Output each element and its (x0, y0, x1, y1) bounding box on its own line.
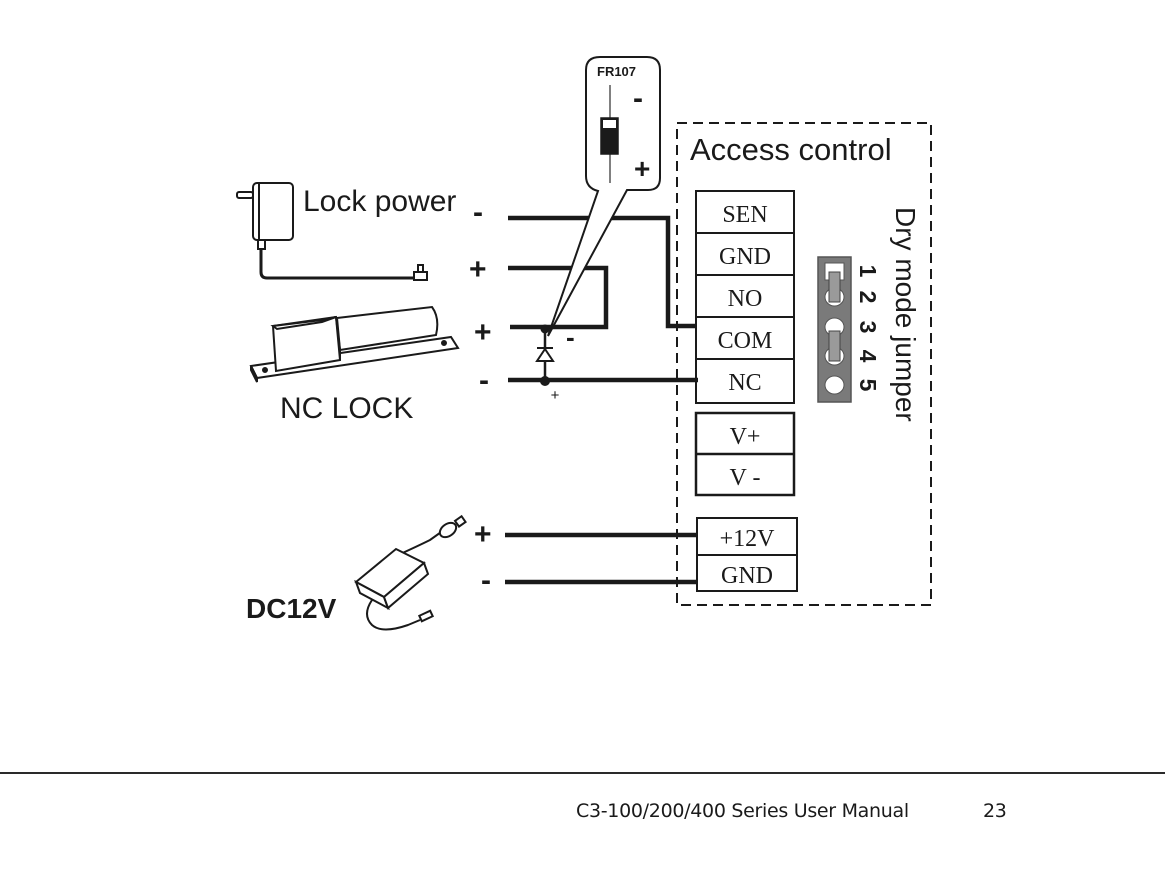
flyback-diode (535, 324, 555, 386)
terminal-no: NO (728, 286, 763, 312)
footer-manual-title: C3-100/200/400 Series User Manual (576, 800, 909, 822)
terminal-block-power: +12V GND (696, 517, 798, 592)
dc12v-label: DC12V (246, 593, 337, 624)
lock-power-adapter-icon (236, 182, 428, 281)
lock-power-minus: - (473, 196, 483, 229)
dry-mode-jumper: 1 2 3 4 5 (817, 256, 881, 403)
wires (505, 215, 698, 585)
wire-lock-power-plus-to-lock-plus (508, 265, 609, 330)
dc-minus: - (481, 564, 491, 597)
jumper-cap-1-2 (828, 271, 841, 303)
jumper-pin-label-3: 3 (855, 321, 881, 334)
nc-lock-label: NC LOCK (280, 392, 413, 425)
terminal-sen: SEN (722, 202, 767, 228)
terminal-v-minus: V - (730, 465, 761, 491)
jumper-cap-3-4 (828, 330, 841, 362)
terminal-v-plus: V+ (730, 424, 761, 450)
diode-minus-label: - (566, 322, 575, 352)
nc-lock-icon (249, 305, 460, 383)
fr107-callout (547, 56, 661, 337)
lock-power-label: Lock power (303, 185, 456, 218)
jumper-pin-label-1: 1 (855, 265, 881, 278)
lock-plus: + (474, 316, 492, 349)
jumper-pin-label-2: 2 (855, 291, 881, 304)
jumper-pin-label-5: 5 (855, 379, 881, 392)
access-control-title: Access control (690, 132, 892, 167)
terminal-nc: NC (728, 370, 761, 396)
terminal-block-v: V+ V - (694, 411, 796, 497)
fr107-minus: - (633, 82, 643, 115)
terminal-com: COM (718, 328, 773, 354)
terminal-gnd: GND (719, 244, 771, 270)
lock-power-plus: + (469, 253, 487, 286)
jumper-pin-label-4: 4 (855, 350, 881, 363)
footer-divider (0, 772, 1165, 774)
dc12v-adapter-icon (354, 514, 467, 631)
dc-plus: + (474, 518, 492, 551)
jumper-pin-5 (824, 375, 845, 395)
terminal-block-main: SEN GND NO COM NC (695, 190, 795, 404)
terminal-12v: +12V (720, 526, 776, 552)
lock-minus: - (479, 364, 489, 397)
wiring-diagram: Access control SEN GND NO COM NC V+ V - … (236, 56, 932, 631)
fr107-label: FR107 (597, 64, 636, 79)
terminal-power-gnd: GND (721, 563, 773, 589)
footer-page-number: 23 (983, 800, 1007, 822)
diode-plus-label: + (551, 387, 560, 404)
dry-mode-jumper-label: Dry mode jumper (890, 207, 921, 422)
fr107-plus: + (634, 153, 650, 184)
